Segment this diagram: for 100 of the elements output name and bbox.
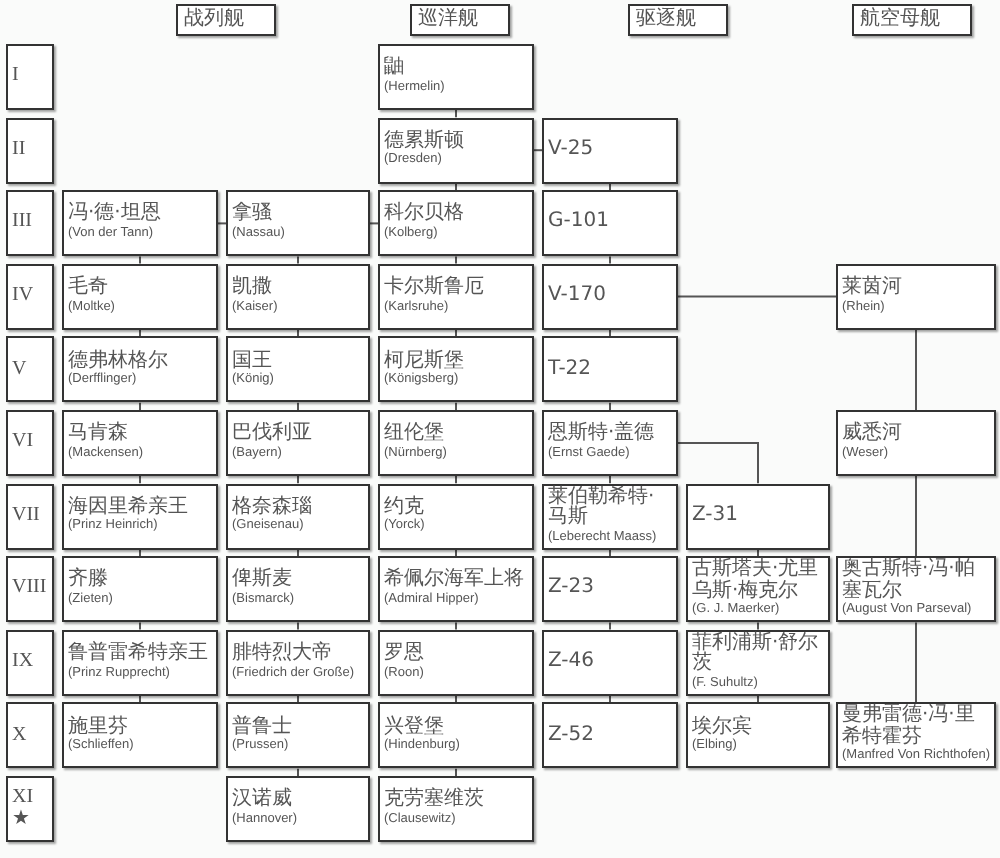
- ship-box: [226, 483, 370, 550]
- connector-line: [609, 255, 611, 265]
- ship-box: [62, 556, 218, 623]
- tier-label: IX: [12, 652, 36, 674]
- ship-box: [378, 263, 534, 330]
- ship-box: [836, 263, 996, 330]
- ship-name: T-22: [548, 359, 594, 381]
- ship-name: 恩斯特·盖德: [548, 424, 657, 446]
- ship-name: 菲利浦斯·舒尔茨: [692, 633, 821, 676]
- ship-box: [542, 263, 678, 330]
- ship-name: G-101: [548, 212, 611, 234]
- tier-label: VII: [12, 505, 42, 527]
- tier-label: III: [12, 212, 34, 234]
- ship-name: 国王: [232, 351, 274, 372]
- ship-box: [378, 44, 534, 110]
- connector-line: [297, 621, 299, 631]
- ship-box: [542, 410, 678, 476]
- ship-name: 马肯森: [68, 424, 130, 446]
- ship-box: [836, 702, 996, 769]
- connector-line: [297, 767, 299, 777]
- ship-name: Z-52: [548, 725, 597, 747]
- tier-box: [6, 556, 54, 623]
- ship-name: 普鲁士: [232, 717, 294, 738]
- ship-name: 希佩尔海军上将: [384, 570, 526, 592]
- ship-name: Z-23: [548, 578, 597, 600]
- tier-box: [6, 702, 54, 769]
- ship-box: [378, 190, 534, 257]
- ship-name: 曼弗雷德·冯·里希特霍芬: [842, 706, 977, 748]
- ship-name: 奥古斯特·冯·帕塞瓦尔: [842, 560, 977, 602]
- ship-box: [226, 556, 370, 623]
- ship-name: 罗恩: [384, 644, 426, 666]
- connector-line: [139, 255, 141, 265]
- ship-box: [542, 702, 678, 769]
- ship-name: 鲁普雷希特亲王: [68, 644, 210, 666]
- ship-box: [542, 336, 678, 403]
- connector-line: [369, 222, 379, 225]
- ship-box: [226, 190, 370, 257]
- ship-box: [542, 117, 678, 184]
- header-label: 巡洋舰: [418, 9, 480, 31]
- ship-name: Z-31: [692, 505, 741, 527]
- ship-box: [378, 702, 534, 769]
- ship-name: 齐滕: [68, 570, 110, 592]
- ship-box: [542, 556, 678, 623]
- ship-box: [226, 702, 370, 769]
- connector-line: [455, 621, 457, 631]
- ship-box: [686, 702, 830, 769]
- ship-name: 汉诺威: [232, 790, 294, 812]
- header-label: 驱逐舰: [636, 9, 698, 31]
- tier-box: [6, 410, 54, 476]
- category-header-box: [628, 4, 728, 36]
- connector-line: [609, 621, 611, 631]
- ship-name: 兴登堡: [384, 717, 446, 738]
- ship-name: 卡尔斯鲁厄: [384, 278, 486, 300]
- tier-box: [6, 629, 54, 696]
- tier-box: [6, 190, 54, 257]
- connector-line: [455, 255, 457, 265]
- connector-line: [915, 328, 917, 411]
- ship-name: 埃尔宾: [692, 717, 754, 738]
- connector-line: [533, 149, 543, 152]
- ship-name: 柯尼斯堡: [384, 351, 466, 372]
- ship-name: 德累斯顿: [384, 131, 466, 152]
- ship-name: 纽伦堡: [384, 424, 446, 446]
- ship-box: [686, 629, 830, 696]
- ship-box: [542, 629, 678, 696]
- connector-line: [455, 109, 457, 119]
- connector-line: [609, 475, 611, 485]
- tier-box: [6, 483, 54, 550]
- connector-line: [297, 401, 299, 411]
- ship-box: [378, 117, 534, 184]
- ship-box: [378, 336, 534, 403]
- connector-line: [455, 475, 457, 485]
- ship-name: 克劳塞维茨: [384, 790, 486, 812]
- tier-label: IV: [12, 286, 36, 308]
- ship-box: [62, 702, 218, 769]
- tier-box: [6, 117, 54, 184]
- tier-label: V: [12, 359, 29, 381]
- category-header-box: [410, 4, 510, 36]
- header-label: 航空母舰: [860, 9, 942, 31]
- ship-box: [836, 556, 996, 623]
- ship-name: V-170: [548, 286, 608, 308]
- ship-box: [686, 483, 830, 550]
- connector-line: [455, 401, 457, 411]
- connector-line: [217, 222, 227, 225]
- connector-line: [915, 621, 917, 704]
- tier-label: VIII: [12, 578, 49, 600]
- ship-name: Z-46: [548, 652, 597, 674]
- ship-box: [226, 776, 370, 842]
- category-header-box: [852, 4, 972, 36]
- ship-box: [62, 629, 218, 696]
- ship-box: [378, 410, 534, 476]
- ship-box: [226, 263, 370, 330]
- ship-box: [62, 190, 218, 257]
- tier-label: XI ★: [12, 788, 36, 830]
- ship-name: 凯撒: [232, 278, 274, 300]
- connector-line: [677, 295, 837, 298]
- ship-box: [378, 556, 534, 623]
- tier-label: VI: [12, 432, 36, 454]
- ship-box: [378, 483, 534, 550]
- ship-box: [226, 410, 370, 476]
- ship-name: 施里芬: [68, 717, 130, 738]
